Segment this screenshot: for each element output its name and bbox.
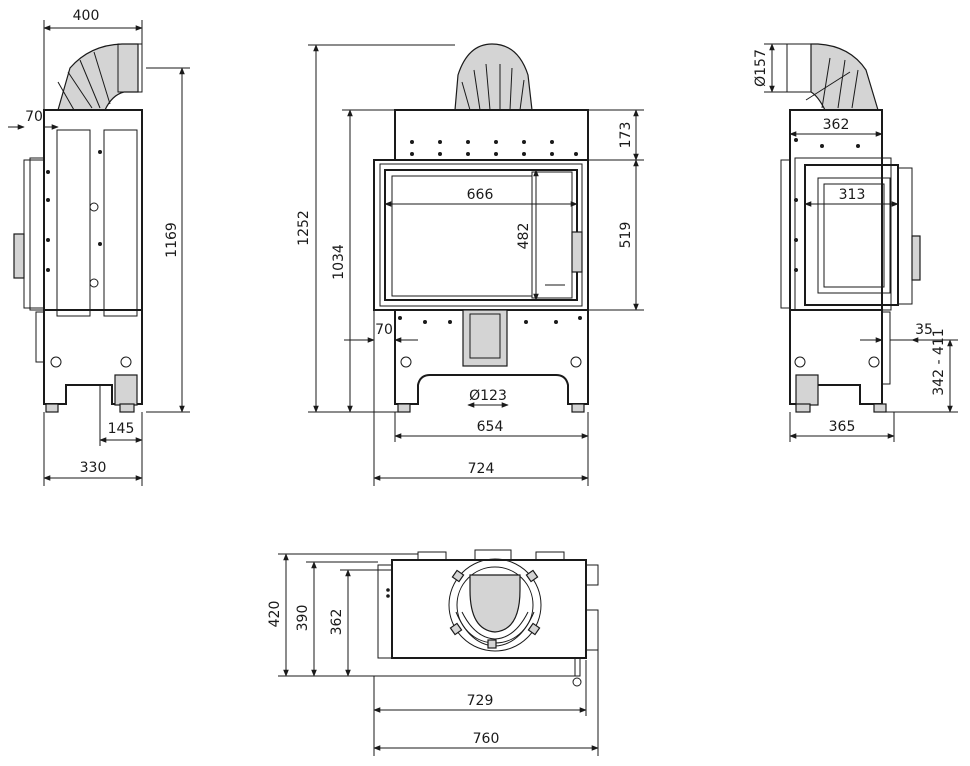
door-handle <box>571 231 583 273</box>
foot <box>873 403 887 413</box>
door-handle <box>911 235 921 281</box>
flue-collar <box>117 43 143 93</box>
dim-top-housing-height: 173 <box>618 122 634 149</box>
foot <box>119 403 135 413</box>
top-view: 420 390 362 729 760 <box>267 549 599 756</box>
dim-door-offset: 70 <box>25 109 43 125</box>
side-view-left: 400 70 1169 145 330 <box>8 8 190 486</box>
dim-door-height: 519 <box>618 222 634 249</box>
dim-top-body-depth: 362 <box>329 609 345 636</box>
glass <box>391 175 533 297</box>
dim-flue-diameter: Ø157 <box>753 49 769 87</box>
dim-base-height-range: 342 - 411 <box>931 328 947 395</box>
dim-body-depth: 330 <box>80 460 107 476</box>
foot-bracket <box>114 374 138 406</box>
flue-elbow <box>810 43 879 111</box>
foot <box>795 403 811 413</box>
dim-door-protrusion: 35 <box>915 322 933 338</box>
dim-glass-height: 482 <box>516 223 532 250</box>
flue-opening <box>469 574 521 633</box>
door-handle <box>13 233 25 279</box>
foot <box>45 403 59 413</box>
side-panel-2 <box>103 129 138 317</box>
dim-side-body-width: 362 <box>823 117 850 133</box>
dim-overall-width: 724 <box>468 461 495 477</box>
flue-elbow <box>57 43 139 111</box>
foot-bracket <box>795 374 819 406</box>
side-panel-1 <box>56 129 91 317</box>
foot <box>571 403 585 413</box>
body-upper <box>789 109 883 311</box>
dim-top-body-width: 729 <box>467 693 494 709</box>
dim-glass-width: 666 <box>467 187 494 203</box>
door-frame-edge <box>23 159 45 309</box>
dim-side-glass-width: 313 <box>839 187 866 203</box>
dim-body-height: 1034 <box>331 244 347 280</box>
dim-top-depth-2: 390 <box>295 605 311 632</box>
front-view: 1252 1034 173 519 666 482 70 Ø123 654 72… <box>296 43 644 486</box>
top-housing <box>394 109 589 161</box>
door-edge <box>897 167 913 305</box>
flue-collar <box>786 43 812 93</box>
body-upper <box>43 109 143 311</box>
base-frame <box>394 310 589 405</box>
dim-top-overall-depth: 420 <box>267 601 283 628</box>
dim-air-inlet-diameter: Ø123 <box>469 388 507 404</box>
dim-front-offset: 70 <box>375 322 393 338</box>
dim-top-overall-width: 760 <box>473 731 500 747</box>
flue-dome <box>454 43 533 111</box>
dim-foot-offset: 145 <box>108 421 135 437</box>
dim-side-depth: 365 <box>829 419 856 435</box>
dim-overall-height: 1252 <box>296 210 312 246</box>
door-frame <box>373 159 589 311</box>
flue-ring-outer <box>448 558 542 652</box>
dim-base-width: 654 <box>477 419 504 435</box>
side-view-right: Ø157 362 313 35 342 - 411 365 <box>753 43 958 442</box>
foot <box>397 403 411 413</box>
dim-height-side: 1169 <box>164 222 180 258</box>
dim-overall-depth: 400 <box>73 8 100 24</box>
